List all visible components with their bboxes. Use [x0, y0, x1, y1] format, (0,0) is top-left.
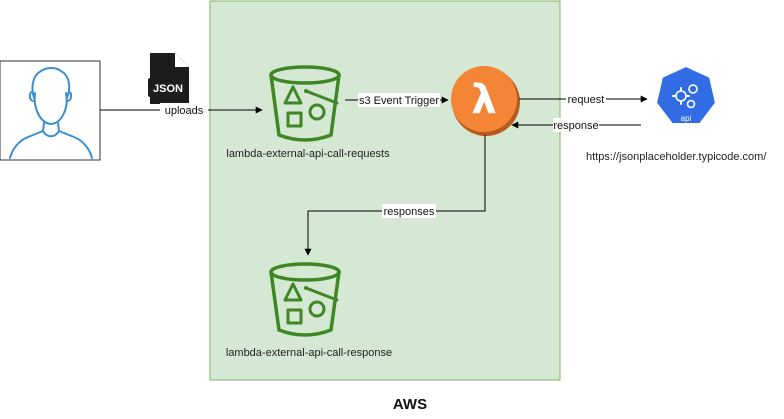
api-icon: api — [654, 64, 718, 125]
edge-responses-label-bg — [382, 204, 436, 218]
edge-request-label-bg — [566, 92, 606, 106]
json-file-icon: JSON — [148, 53, 189, 104]
s3-bucket-requests-icon — [269, 65, 341, 142]
api-endpoint-label: https://jsonplaceholder.typicode.com/ — [586, 151, 767, 163]
lambda-icon: λ — [451, 66, 520, 136]
edge-trigger-label: s3 Event Trigger — [359, 95, 439, 107]
json-file-text: JSON — [153, 83, 183, 95]
edge-response-label: response — [553, 120, 598, 132]
edge-response-label-bg — [553, 118, 599, 132]
s3-bucket-response-label: lambda-external-api-call-response — [226, 347, 392, 359]
s3-bucket-requests-label: lambda-external-api-call-requests — [226, 148, 390, 160]
aws-group-box — [209, 0, 561, 381]
user-icon — [0, 60, 101, 161]
edge-responses-label: responses — [384, 206, 435, 218]
edge-request-label: request — [568, 94, 605, 106]
lambda-glyph: λ — [471, 77, 496, 123]
s3-bucket-response-icon — [269, 262, 341, 337]
aws-group-label: AWS — [393, 396, 427, 413]
edge-uploads-label: uploads — [165, 105, 204, 117]
api-icon-text: api — [681, 114, 692, 123]
edge-uploads-label-bg — [160, 103, 208, 117]
edge-trigger-label-bg — [358, 93, 440, 107]
